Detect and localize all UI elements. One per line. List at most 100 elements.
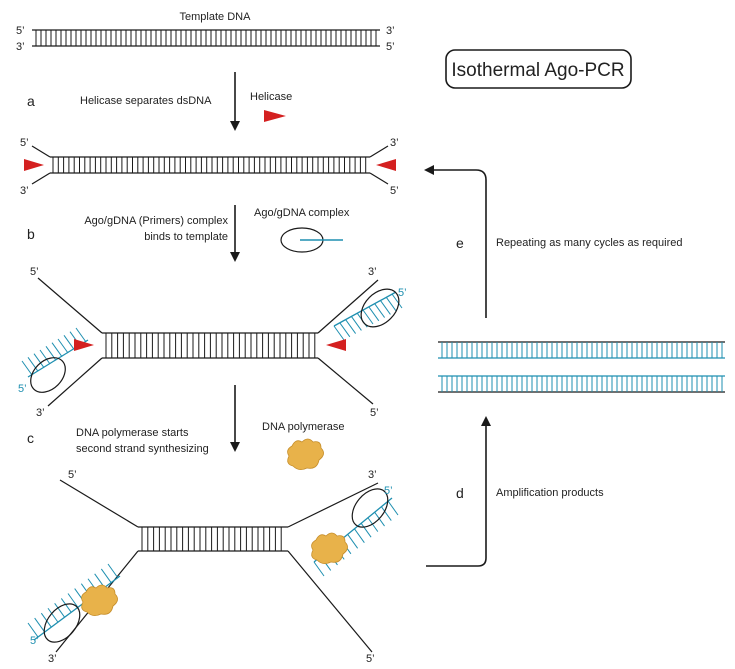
base-pair: [107, 563, 119, 579]
base-pair: [353, 528, 365, 544]
stage-c-primer-5prime-right: 5’: [384, 485, 393, 497]
base-pair: [380, 506, 392, 521]
dsdna-stage-a: [31, 145, 389, 185]
ago-complex-left: [21, 327, 89, 393]
base-pair: [367, 517, 379, 532]
base-pair: [63, 335, 75, 350]
base-pair: [362, 309, 374, 325]
step-c-letter: c: [27, 430, 34, 446]
stage-a-5prime-left: 5’: [20, 137, 29, 149]
template-5prime-left: 5’: [16, 25, 25, 37]
stage-b-5prime-left: 5’: [30, 266, 39, 278]
base-pair: [333, 325, 345, 341]
base-pair: [350, 316, 362, 331]
polymerase-legend-label: DNA polymerase: [262, 421, 345, 433]
base-pair: [368, 306, 380, 322]
helicase-icon-right-b: [326, 339, 346, 351]
arrow-step-a: [230, 72, 240, 131]
stage-a-3prime-right: 3’: [390, 137, 399, 149]
stage-c-base-pairs: [141, 527, 282, 551]
ago-complex-right: [333, 288, 403, 341]
stage-b-base-pairs: [105, 333, 316, 358]
step-b-letter: b: [27, 226, 35, 242]
base-pair: [33, 353, 45, 368]
helicase-icon-right: [376, 159, 396, 171]
stage-c-primer-5prime-left: 5’: [30, 635, 39, 647]
base-pair: [21, 360, 33, 376]
template-5prime-right: 5’: [386, 41, 395, 53]
step-d-letter: d: [456, 485, 464, 501]
base-pair: [385, 296, 397, 312]
polymerase-icon-left: [81, 584, 118, 616]
dsdna-stage-c: [55, 479, 379, 653]
stage-c-3prime-left: 3’: [48, 653, 57, 665]
page-title: Isothermal Ago-PCR: [451, 60, 624, 81]
base-pair: [313, 561, 325, 577]
template-label: Template DNA: [180, 11, 252, 23]
polymerase-icon-right: [311, 532, 348, 564]
amplification-products: [438, 341, 725, 393]
arrow-step-e: [424, 165, 487, 318]
stage-a-5prime-right: 5’: [390, 185, 399, 197]
base-pair: [391, 293, 403, 309]
helicase-icon-left-b: [74, 339, 94, 351]
helicase-legend-icon: [264, 110, 286, 122]
base-pair: [60, 598, 72, 613]
base-pair: [347, 533, 359, 549]
step-c-text-line1: DNA polymerase starts: [76, 427, 189, 439]
helicase-icon-left: [24, 159, 44, 171]
base-pair: [67, 593, 79, 608]
stage-c-3prime-right: 3’: [368, 469, 377, 481]
base-pair: [387, 500, 399, 516]
step-c-text-line2: second strand synthesizing: [76, 443, 209, 455]
step-d-text: Amplification products: [496, 487, 604, 499]
stage-b-3prime-left: 3’: [36, 407, 45, 419]
base-pair: [27, 357, 39, 372]
stage-b-3prime-right: 3’: [368, 266, 377, 278]
extension-right: [311, 488, 399, 577]
stage-c-5prime-left: 5’: [68, 469, 77, 481]
title-box: Isothermal Ago-PCR: [445, 49, 632, 89]
base-pair: [54, 603, 66, 618]
arrow-step-b: [230, 205, 240, 262]
dsdna-stage-b: [37, 277, 379, 407]
template-3prime-right: 3’: [386, 25, 395, 37]
extension-left: [27, 563, 121, 643]
helicase-legend-label: Helicase: [250, 91, 292, 103]
stage-b-5prime-right: 5’: [370, 407, 379, 419]
stage-c-5prime-right: 5’: [366, 653, 375, 665]
stage-a-base-pairs: [52, 157, 367, 173]
step-a-text: Helicase separates dsDNA: [80, 95, 212, 107]
base-pair: [100, 568, 112, 584]
base-pair: [75, 327, 87, 343]
base-pair: [27, 622, 39, 638]
base-pair: [40, 612, 52, 628]
base-pair: [374, 303, 386, 318]
step-e-text: Repeating as many cycles as required: [496, 237, 682, 249]
base-pair: [51, 342, 63, 357]
template-dna: [32, 29, 380, 47]
template-base-pairs: [35, 30, 377, 46]
arrow-step-c: [230, 385, 240, 452]
arrow-step-d: [426, 416, 491, 567]
base-pair: [39, 349, 51, 365]
step-b-text-line2: binds to template: [144, 231, 228, 243]
base-pair: [57, 338, 69, 354]
base-pair: [345, 319, 357, 334]
stage-b-primer-5prime-right: 5’: [398, 287, 407, 299]
step-e-letter: e: [456, 235, 464, 251]
base-pair: [34, 617, 46, 633]
ago-complex-legend-label: Ago/gDNA complex: [254, 207, 350, 219]
base-pair: [360, 522, 372, 538]
template-3prime-left: 3’: [16, 41, 25, 53]
step-b-text-line1: Ago/gDNA (Primers) complex: [84, 215, 228, 227]
base-pair: [47, 607, 59, 623]
ago-complex-legend-icon: [280, 227, 343, 253]
polymerase-legend-icon: [287, 438, 324, 470]
base-pair: [379, 300, 391, 315]
stage-b-primer-5prime-left: 5’: [18, 383, 27, 395]
base-pair: [339, 322, 351, 338]
stage-a-3prime-left: 3’: [20, 185, 29, 197]
step-a-letter: a: [27, 93, 35, 109]
